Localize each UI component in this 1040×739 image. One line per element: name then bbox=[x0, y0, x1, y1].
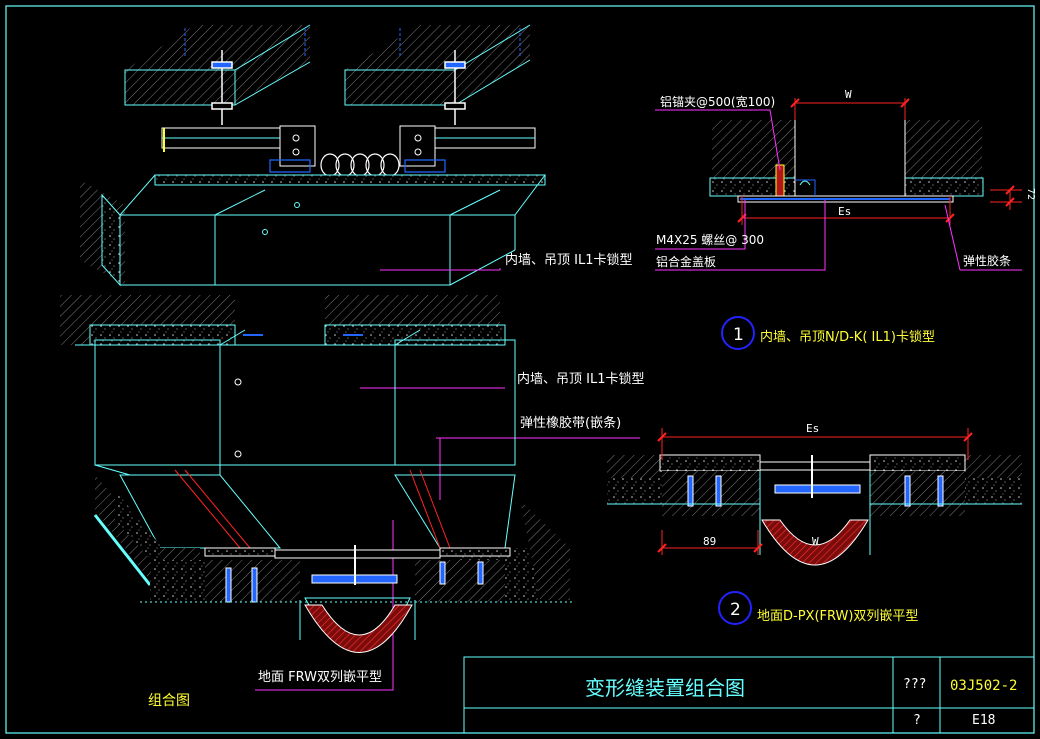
label-rubber: 弹性橡胶带(嵌条) bbox=[520, 415, 621, 431]
d1-note-clip: 铝锚夹@500(宽100) bbox=[660, 94, 775, 109]
d1-note-rubber: 弹性胶条 bbox=[963, 253, 1011, 268]
floor-section bbox=[93, 464, 575, 653]
overview-drawing bbox=[60, 24, 640, 691]
atlas-code: 03J502-2 bbox=[950, 678, 1017, 694]
detail-1-drawing bbox=[655, 98, 1022, 271]
titleblock-q1: ??? bbox=[903, 677, 926, 692]
detail-2-drawing bbox=[607, 428, 1022, 566]
d2-number-circle bbox=[718, 591, 752, 625]
d1-note-plate: 铝合金盖板 bbox=[656, 254, 716, 269]
hanger-rods bbox=[211, 50, 466, 125]
ceiling-slab-right bbox=[344, 24, 531, 106]
d2-dim-w: W bbox=[812, 535, 819, 548]
wall-section bbox=[60, 295, 516, 466]
titleblock-q2: ? bbox=[913, 713, 921, 728]
drawing-title: 变形缝装置组合图 bbox=[585, 676, 745, 700]
ceiling-channels bbox=[161, 125, 536, 167]
d2-dim-89: 89 bbox=[703, 535, 716, 548]
d1-number-circle bbox=[721, 316, 755, 350]
d1-dim-w: W bbox=[845, 88, 852, 101]
page-number: E18 bbox=[972, 713, 995, 728]
label-ceiling: 内墙、吊顶 IL1卡锁型 bbox=[505, 252, 632, 268]
d2-dim-es: Es bbox=[806, 422, 819, 435]
d1-number: 1 bbox=[733, 325, 744, 345]
d2-number: 2 bbox=[730, 600, 741, 620]
ceiling-box bbox=[80, 174, 546, 287]
d1-title: 内墙、吊顶N/D-K( IL1)卡锁型 bbox=[760, 329, 935, 345]
label-floor: 地面 FRW双列嵌平型 bbox=[258, 670, 382, 685]
d2-title: 地面D-PX(FRW)双列嵌平型 bbox=[757, 609, 918, 624]
d1-note-screw: M4X25 螺丝@ 300 bbox=[656, 233, 764, 247]
d1-dim-72: 72 bbox=[1025, 188, 1036, 200]
d1-dim-es: Es bbox=[838, 205, 851, 218]
label-wall: 内墙、吊顶 IL1卡锁型 bbox=[517, 371, 644, 387]
title-block bbox=[463, 656, 1035, 734]
overview-caption: 组合图 bbox=[148, 693, 190, 709]
